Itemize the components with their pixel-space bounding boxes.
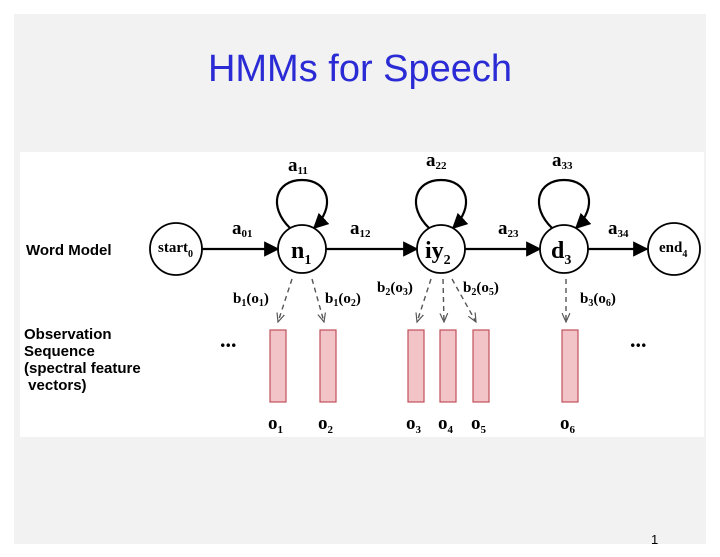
emission-label-b2-o5: b2(o5) xyxy=(463,280,499,298)
emission-arrow-o1 xyxy=(278,278,293,322)
observation-bar-o5 xyxy=(472,329,490,403)
slide-title: HMMs for Speech xyxy=(207,48,513,90)
observation-label-line1: Observation xyxy=(24,326,112,343)
observation-bar-o4 xyxy=(439,329,457,403)
self-loop-label-a33: a33 xyxy=(552,152,573,172)
observation-label-o3: o3 xyxy=(406,413,422,436)
emission-label-b1-o2: b1(o2) xyxy=(325,291,361,309)
ellipsis-left: ... xyxy=(220,327,237,352)
state-d-sub: 3 xyxy=(564,253,571,268)
observation-label-line4: vectors) xyxy=(24,377,87,394)
state-d: d3 xyxy=(539,224,589,274)
state-iy: iy2 xyxy=(416,224,466,274)
state-n-label: n xyxy=(291,238,304,264)
svg-text:iy2: iy2 xyxy=(425,238,451,268)
observation-label-o2: o2 xyxy=(318,413,334,436)
observation-label-line3: (spectral feature xyxy=(24,360,141,377)
word-model-label: Word Model xyxy=(26,242,112,259)
observation-label-line2: Sequence xyxy=(24,343,95,360)
svg-text:n1: n1 xyxy=(291,238,311,268)
emission-label-b2-o3: b2(o3) xyxy=(377,280,413,298)
state-start: start0 xyxy=(149,222,203,276)
self-loop-d xyxy=(537,178,592,230)
page-number: 1 xyxy=(651,532,659,547)
observation-bar-o3 xyxy=(407,329,425,403)
observation-bar-o6 xyxy=(561,329,579,403)
emission-label-b3-o6: b3(o6) xyxy=(580,291,616,309)
state-end: end4 xyxy=(647,222,701,276)
state-end-sub: 4 xyxy=(682,249,687,260)
observation-label-o5: o5 xyxy=(471,413,487,436)
transition-label-a34: a34 xyxy=(608,218,629,240)
state-end-label: end xyxy=(659,240,683,256)
observation-label-o6: o6 xyxy=(560,413,576,436)
state-start-sub: 0 xyxy=(188,249,193,260)
self-loop-label-a11: a11 xyxy=(288,155,308,177)
transition-label-a01: a01 xyxy=(232,218,253,240)
hmm-diagram-svg: Word Model Observation Sequence (spectra… xyxy=(24,150,701,436)
state-iy-sub: 2 xyxy=(444,253,451,268)
self-loop-iy xyxy=(414,178,469,230)
observation-bar-o2 xyxy=(319,329,337,403)
transition-label-a12: a12 xyxy=(350,218,371,240)
transition-label-a23: a23 xyxy=(498,218,519,240)
state-iy-label: iy xyxy=(425,238,444,264)
svg-text:start0: start0 xyxy=(158,240,193,260)
state-n: n1 xyxy=(277,224,327,274)
observation-label-o1: o1 xyxy=(268,413,283,436)
emission-arrow-o3 xyxy=(417,278,432,322)
observation-label-o4: o4 xyxy=(438,413,454,436)
svg-text:d3: d3 xyxy=(551,238,571,268)
observation-bar-o1 xyxy=(269,329,287,403)
emission-arrow-o2 xyxy=(311,278,324,322)
state-start-label: start xyxy=(158,240,188,256)
self-loop-label-a22: a22 xyxy=(426,152,447,172)
emission-arrow-o4 xyxy=(443,278,444,322)
emission-label-b1-o1: b1(o1) xyxy=(233,291,269,309)
svg-text:end4: end4 xyxy=(659,240,687,260)
self-loop-n xyxy=(275,178,330,230)
state-d-label: d xyxy=(551,238,565,264)
state-n-sub: 1 xyxy=(304,253,311,268)
hmm-diagram: Word Model Observation Sequence (spectra… xyxy=(20,150,704,437)
ellipsis-right: ... xyxy=(630,327,647,352)
